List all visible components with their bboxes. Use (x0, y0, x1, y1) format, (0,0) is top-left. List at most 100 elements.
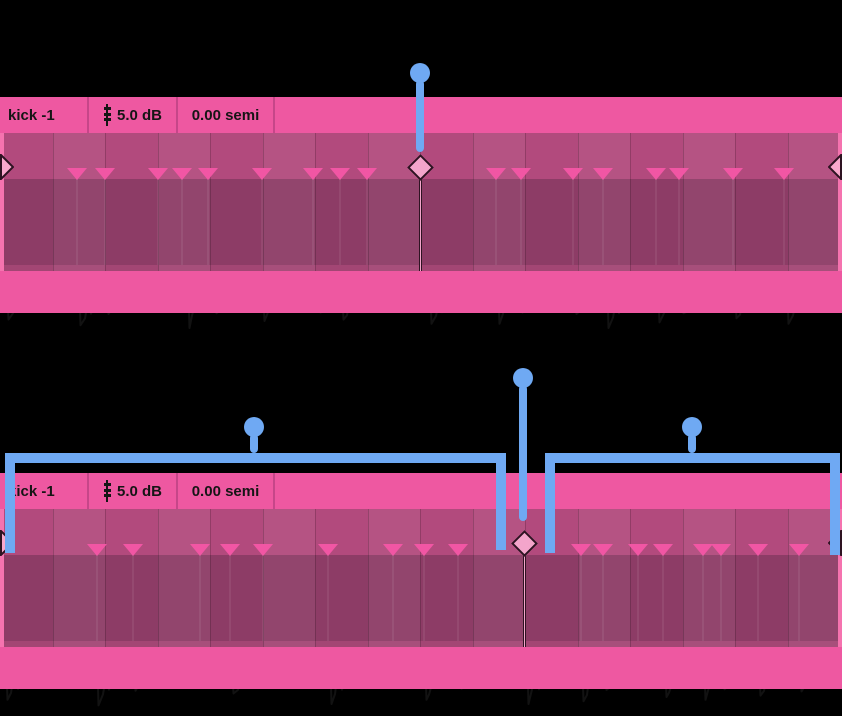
transient-marker[interactable] (95, 168, 115, 180)
transient-guide-line (678, 179, 680, 265)
transient-marker[interactable] (123, 544, 143, 556)
transient-marker[interactable] (711, 544, 731, 556)
transient-marker[interactable] (774, 168, 794, 180)
transient-marker[interactable] (593, 168, 613, 180)
transient-marker[interactable] (414, 544, 434, 556)
transient-marker[interactable] (87, 544, 107, 556)
warp-marker-line (418, 177, 422, 271)
transient-guide-line (720, 555, 722, 641)
callout-pin-ball (513, 368, 533, 388)
transient-guide-line (580, 555, 582, 641)
transient-marker[interactable] (318, 544, 338, 556)
transient-marker[interactable] (357, 168, 377, 180)
transient-guide-line (520, 179, 522, 265)
transient-marker[interactable] (67, 168, 87, 180)
callout-pin-ball (410, 63, 430, 83)
transient-marker[interactable] (723, 168, 743, 180)
transient-guide-line (392, 555, 394, 641)
callout-bracket-bar (5, 453, 506, 463)
transient-guide-line (157, 179, 159, 265)
clip-name-label: kick -1 (8, 482, 55, 500)
transient-marker[interactable] (653, 544, 673, 556)
transient-marker[interactable] (693, 544, 713, 556)
transient-marker[interactable] (593, 544, 613, 556)
transient-guide-line (495, 179, 497, 265)
audio-clip-panel-before: kick -1 5.0 dB 0.00 semi (0, 97, 842, 329)
transient-guide-line (702, 555, 704, 641)
transient-marker[interactable] (748, 544, 768, 556)
volume-fader-icon (103, 480, 112, 502)
transient-marker[interactable] (511, 168, 531, 180)
transient-marker[interactable] (253, 544, 273, 556)
clip-end-marker[interactable] (827, 528, 842, 558)
clip-transpose-control[interactable]: 0.00 semi (178, 473, 273, 509)
header-separator (273, 473, 275, 509)
header-separator (176, 97, 178, 133)
transient-marker[interactable] (190, 544, 210, 556)
clip-header: kick -1 5.0 dB 0.00 semi (0, 97, 842, 133)
header-separator (273, 97, 275, 133)
header-separator (87, 97, 89, 133)
transient-guide-line (104, 179, 106, 265)
clip-left-edge (0, 509, 4, 647)
transient-marker[interactable] (252, 168, 272, 180)
warp-marker-line (522, 553, 526, 647)
transient-marker[interactable] (148, 168, 168, 180)
clip-gain-value: 5.0 dB (116, 482, 162, 500)
clip-right-edge (838, 509, 842, 647)
transient-guide-line (572, 179, 574, 265)
clip-transpose-control[interactable]: 0.00 semi (178, 97, 273, 133)
transient-marker[interactable] (646, 168, 666, 180)
transient-marker[interactable] (571, 544, 591, 556)
transient-guide-line (199, 555, 201, 641)
transient-marker[interactable] (789, 544, 809, 556)
transient-guide-line (229, 555, 231, 641)
transient-guide-line (339, 179, 341, 265)
clip-start-marker[interactable] (0, 152, 15, 182)
transient-marker[interactable] (383, 544, 403, 556)
transient-marker[interactable] (628, 544, 648, 556)
transient-marker[interactable] (220, 544, 240, 556)
transient-marker[interactable] (198, 168, 218, 180)
transient-guide-line (327, 555, 329, 641)
callout-bracket-bar (545, 453, 840, 463)
clip-name[interactable]: kick -1 (0, 97, 87, 133)
clip-gain-control[interactable]: 5.0 dB (89, 473, 176, 509)
transient-guide-line (457, 555, 459, 641)
clip-end-marker[interactable] (827, 152, 842, 182)
transient-marker[interactable] (303, 168, 323, 180)
clip-name-label: kick -1 (8, 106, 55, 124)
transient-guide-line (312, 179, 314, 265)
transient-marker[interactable] (448, 544, 468, 556)
transient-marker[interactable] (486, 168, 506, 180)
callout-pin-stem (688, 434, 696, 453)
clip-transpose-value: 0.00 semi (191, 482, 260, 500)
transient-guide-line (181, 179, 183, 265)
header-separator (176, 473, 178, 509)
clip-footer (0, 271, 842, 313)
callout-pin-ball (244, 417, 264, 437)
clip-right-edge (838, 133, 842, 271)
transient-guide-line (366, 179, 368, 265)
callout-pin-stem (250, 434, 258, 453)
transient-guide-line (423, 555, 425, 641)
transient-guide-line (783, 179, 785, 265)
transient-guide-line (602, 179, 604, 265)
clip-transpose-value: 0.00 semi (191, 106, 260, 124)
transient-marker[interactable] (669, 168, 689, 180)
clip-start-marker[interactable] (0, 528, 15, 558)
transient-guide-line (662, 555, 664, 641)
transient-guide-line (757, 555, 759, 641)
waveform-area[interactable] (0, 555, 842, 707)
transient-guide-line (132, 555, 134, 641)
transient-guide-line (96, 555, 98, 641)
transient-guide-line (76, 179, 78, 265)
volume-fader-icon (103, 104, 112, 126)
transient-marker[interactable] (330, 168, 350, 180)
transient-marker[interactable] (172, 168, 192, 180)
transient-marker[interactable] (563, 168, 583, 180)
clip-left-edge (0, 133, 4, 271)
clip-name[interactable]: kick -1 (0, 473, 87, 509)
clip-gain-control[interactable]: 5.0 dB (89, 97, 176, 133)
transient-guide-line (602, 555, 604, 641)
